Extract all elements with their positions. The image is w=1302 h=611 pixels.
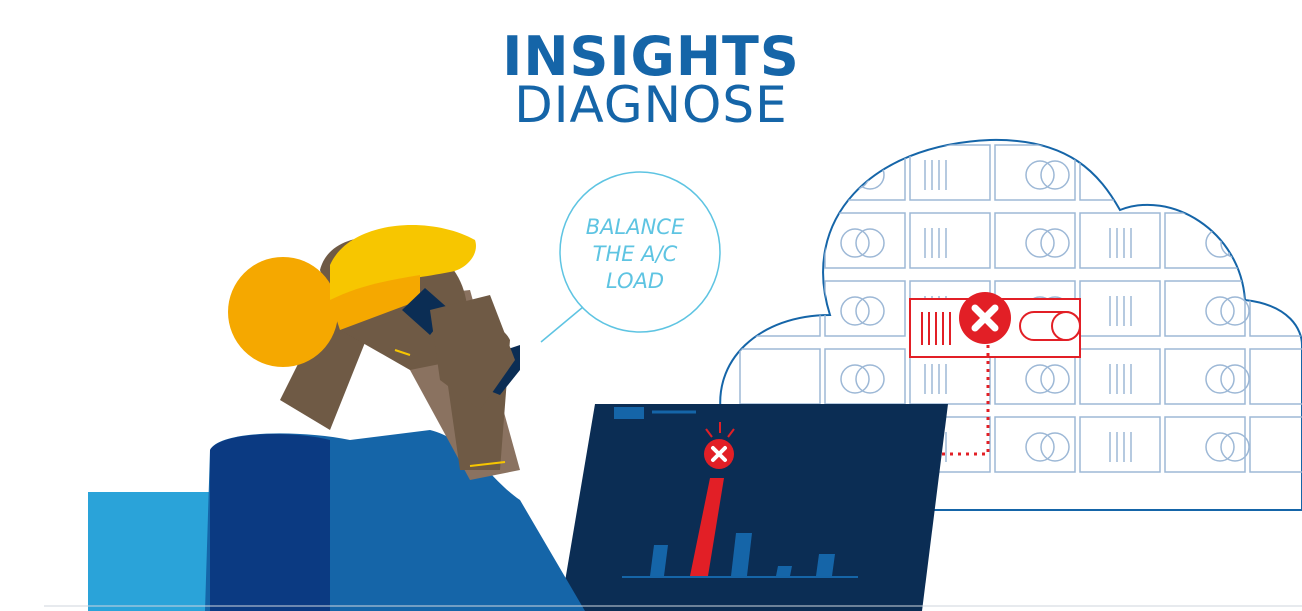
error-x-icon: [959, 292, 1011, 344]
speech-bubble-text: BALANCE THE A/C LOAD: [562, 214, 708, 295]
hair: [228, 225, 476, 367]
warning-x-icon: [704, 422, 735, 469]
title-insights: INSIGHTS: [502, 25, 800, 88]
laptop: [560, 404, 948, 611]
bubble-line-1: BALANCE: [585, 215, 685, 239]
title-diagnose: DIAGNOSE: [514, 76, 788, 134]
bubble-line-3: LOAD: [605, 269, 665, 293]
speech-bubble: [540, 171, 721, 343]
person: [88, 225, 585, 611]
bar-chart-icon: [622, 478, 858, 578]
bubble-line-2: THE A/C: [592, 242, 678, 266]
